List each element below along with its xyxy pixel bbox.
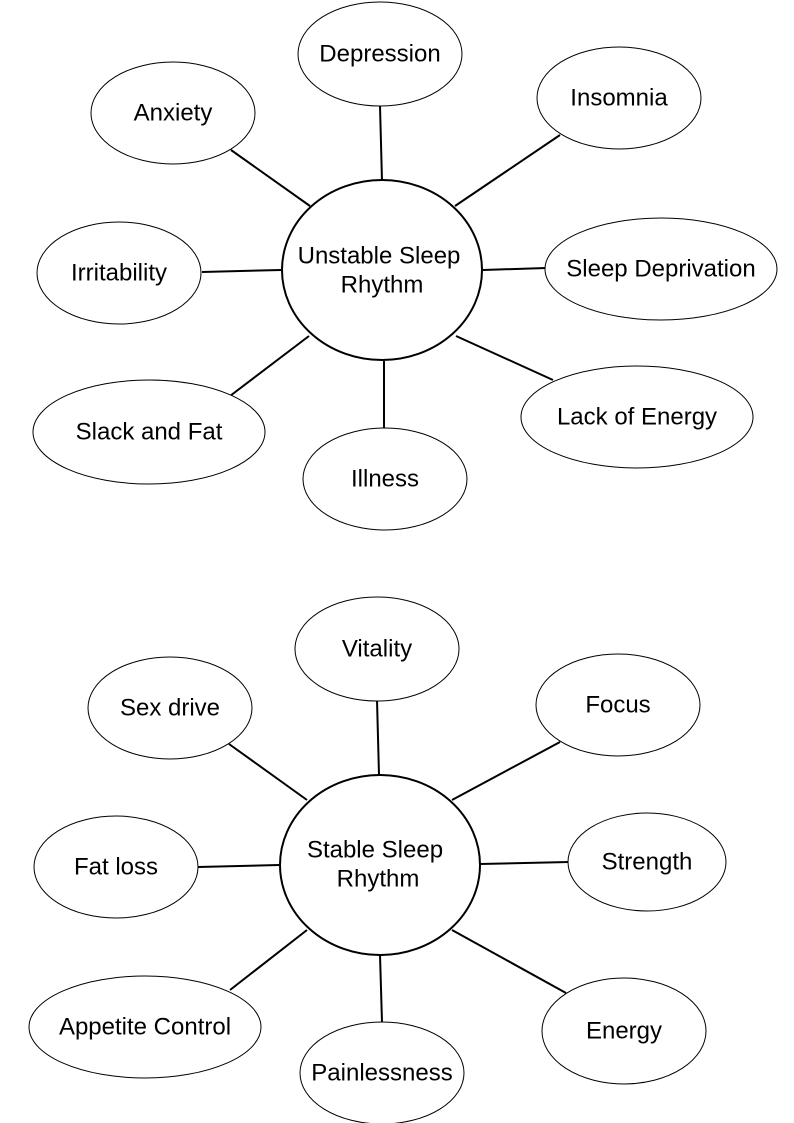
edge-lack-of-energy <box>455 335 554 381</box>
hub-unstable-sleep-rhythm: Unstable Sleep Rhythm <box>281 179 483 361</box>
node-label: Fat loss <box>74 854 158 881</box>
edge-depression <box>379 105 383 182</box>
node-depression: Depression <box>297 1 463 107</box>
node-vitality: Vitality <box>294 596 460 702</box>
node-label: Insomnia <box>570 85 668 112</box>
node-label: Sleep Deprivation <box>566 256 755 283</box>
diagram-stable-sleep-rhythm: Vitality Focus Strength Energy Painlessn… <box>28 596 727 1123</box>
node-energy: Energy <box>541 977 707 1085</box>
edge-strength <box>479 861 570 865</box>
edge-appetite-control <box>229 929 308 991</box>
node-strength: Strength <box>567 812 727 912</box>
node-irritability: Irritability <box>36 221 202 325</box>
edge-fat-loss <box>197 864 280 868</box>
node-sex-drive: Sex drive <box>87 656 253 760</box>
edge-irritability <box>201 269 282 273</box>
node-painlessness: Painlessness <box>299 1021 465 1123</box>
node-label: Vitality <box>342 636 412 663</box>
node-label: Appetite Control <box>59 1014 231 1041</box>
node-appetite-control: Appetite Control <box>28 975 262 1079</box>
node-label: Lack of Energy <box>557 404 717 431</box>
edge-energy <box>451 929 567 994</box>
hub-label-line2: Rhythm <box>337 866 420 893</box>
hub-label-line2: Rhythm <box>341 272 424 299</box>
diagram-unstable-sleep-rhythm: Depression Insomnia Sleep Deprivation La… <box>32 1 778 531</box>
node-label: Irritability <box>71 260 167 287</box>
node-label: Sex drive <box>120 695 220 722</box>
node-label: Strength <box>602 849 693 876</box>
node-focus: Focus <box>535 653 701 757</box>
node-slack-and-fat: Slack and Fat <box>32 379 266 485</box>
hub-label-line1: Unstable Sleep <box>298 243 461 270</box>
hub-stable-sleep-rhythm: Stable Sleep Rhythm <box>279 774 481 956</box>
edge-focus <box>451 741 561 801</box>
edge-anxiety <box>230 149 311 207</box>
node-label: Energy <box>586 1018 662 1045</box>
node-label: Illness <box>351 466 419 493</box>
node-label: Focus <box>585 692 650 719</box>
edge-vitality <box>376 699 380 776</box>
node-label: Painlessness <box>311 1060 452 1087</box>
node-lack-of-energy: Lack of Energy <box>520 365 754 469</box>
node-label: Anxiety <box>134 100 213 127</box>
node-anxiety: Anxiety <box>90 61 256 165</box>
edge-sex-drive <box>228 743 308 801</box>
edge-sleep-deprivation <box>482 267 547 271</box>
hub-label-line1: Stable Sleep <box>307 837 443 864</box>
node-label: Depression <box>319 41 440 68</box>
node-fat-loss: Fat loss <box>33 815 199 919</box>
node-illness: Illness <box>302 427 468 531</box>
node-insomnia: Insomnia <box>536 46 702 150</box>
edge-slack-and-fat <box>229 335 310 397</box>
node-label: Slack and Fat <box>76 419 223 446</box>
node-sleep-deprivation: Sleep Deprivation <box>544 217 778 321</box>
edge-painlessness <box>379 954 383 1023</box>
edge-insomnia <box>454 134 561 207</box>
